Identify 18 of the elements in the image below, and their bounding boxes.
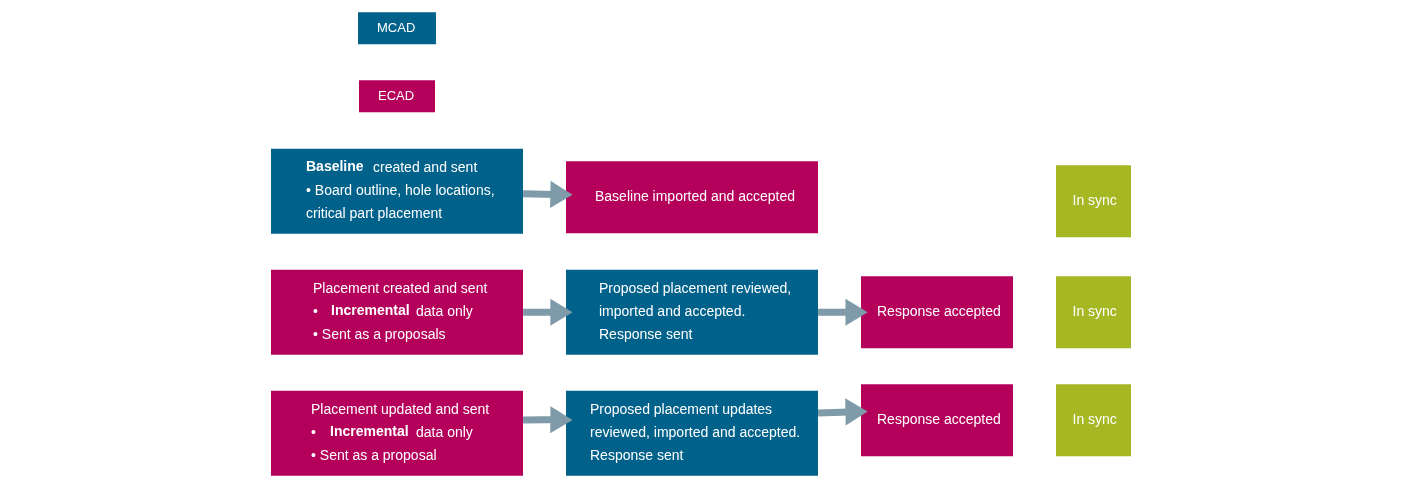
node-box: Placement created and sent • Incremental data only • Sent as a proposals [270, 269, 523, 355]
node-box: Baseline created and sent • Board outline, hole locations, critical part placement [270, 148, 523, 234]
node-box: In sync [1055, 276, 1131, 349]
node-box: Proposed placement reviewed, imported and accepted. Response sent [565, 269, 818, 355]
arrow [817, 298, 868, 326]
legend-label: MCAD [376, 19, 415, 35]
arrow [522, 180, 573, 208]
node-box: Baseline imported and accepted [565, 161, 818, 234]
node-box: Proposed placement updates reviewed, imported and accepted. Response sent [565, 390, 818, 476]
legend-label: ECAD [377, 87, 414, 103]
arrow [522, 406, 573, 434]
node-box: Response accepted [860, 384, 1013, 457]
node-box: In sync [1055, 384, 1131, 457]
node-box: Placement updated and sent • Incremental data only • Sent as a proposal [270, 390, 523, 476]
arrow [522, 298, 573, 326]
arrow [817, 398, 868, 426]
node-box: In sync [1055, 165, 1131, 238]
node-box: Response accepted [860, 276, 1013, 349]
